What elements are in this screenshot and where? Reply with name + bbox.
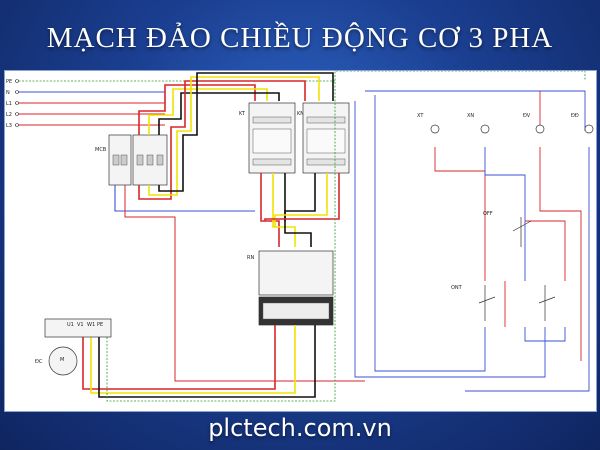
bus-label-l2: L2 [6,112,12,118]
rn-label: RN [247,255,254,261]
contactor-kt: KT [239,102,296,174]
ont-button-label: ONT [451,285,463,291]
motor-term-v1: V1 [77,322,84,328]
motor-term-u1: U1 [67,322,74,328]
lamp-xn-icon [480,124,490,134]
indicator-lamps: XT XN ĐV ĐĐ [417,113,594,134]
bus-label-l3: L3 [6,123,12,129]
thermal-relay-rn: RN [247,250,334,326]
lamp-dv-label: ĐV [523,113,531,119]
lamp-xt-icon [430,124,440,134]
off-button-label: OFF [483,211,493,217]
motor-term-w1: W1 [87,322,95,328]
mcb-breaker: MCB [95,134,168,186]
motor: U1 V1 W1 PE M ĐC [35,318,112,376]
lamp-dd-label: ĐĐ [571,113,579,119]
kt-label: KT [239,111,246,117]
lamp-dd-icon [584,124,594,134]
site-url: plctech.com.vn [208,414,392,442]
control-circuit [354,90,590,392]
motor-wires [82,71,586,402]
bus-label-pe: PE [6,79,12,85]
kn-label: KN [297,111,304,117]
diagram-panel: PE N L1 L2 L3 MCB [4,70,597,412]
push-buttons: OFF ONT [451,211,556,321]
contactor-kn: KN [297,102,350,174]
motor-label: ĐC [35,359,43,365]
bus-label-n: N [6,90,10,96]
lamp-xt-label: XT [417,113,424,119]
motor-symbol: M [60,357,64,363]
bus-label-l1: L1 [6,101,12,107]
page-title: MẠCH ĐẢO CHIỀU ĐỘNG CƠ 3 PHA [46,22,554,54]
motor-icon [48,346,78,376]
power-wires [114,72,365,382]
lamp-dv-icon [535,124,545,134]
lamp-xn-label: XN [467,113,474,119]
motor-term-pe: PE [97,322,103,328]
contactor-to-relay-wires [260,173,340,247]
wiring-diagram: PE N L1 L2 L3 MCB [6,71,594,402]
mcb-label: MCB [95,147,107,153]
